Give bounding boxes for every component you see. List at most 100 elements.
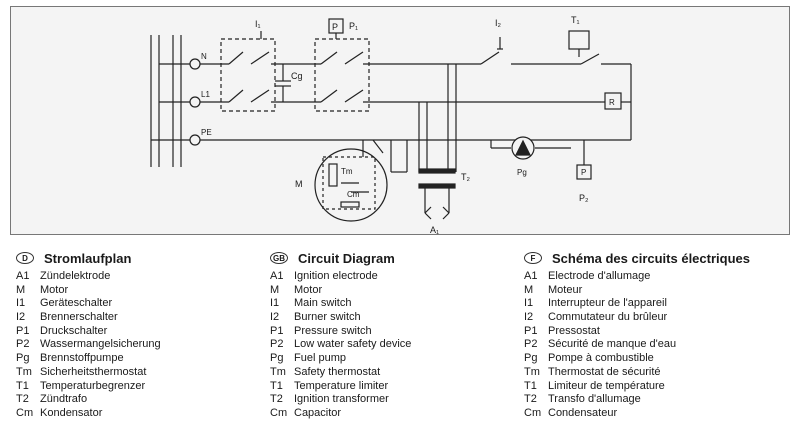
legend-item-text: Capacitor [294, 406, 342, 419]
legend-item-code: M [524, 283, 534, 296]
legend-item-code: T1 [270, 379, 283, 392]
legend-item-text: Sicherheitsthermostat [40, 365, 147, 378]
legend-item-text: Temperaturbegrenzer [40, 379, 146, 392]
legend-item-text: Ignition transformer [294, 393, 389, 406]
supply-terminals [151, 58, 201, 146]
legend-item-code: Tm [270, 365, 286, 378]
legend-item-code: Cm [270, 406, 288, 419]
legend-item-code: A1 [270, 270, 284, 282]
legend-item-code: Pg [16, 352, 30, 365]
legend-item-text: Moteur [548, 283, 583, 296]
legend-item-text: Low water safety device [294, 338, 412, 351]
legend-item-text: Sécurité de manque d'eau [548, 338, 677, 351]
legend-french-title: Schéma des circuits électriques [552, 250, 750, 266]
legend-item-code: Pg [270, 352, 284, 365]
legend-item-code: I2 [270, 311, 280, 324]
legend-item-text: Druckschalter [40, 324, 108, 337]
label-p: P [332, 22, 338, 32]
legend-item-text: Motor [40, 283, 69, 296]
language-badge-d: D [16, 252, 34, 264]
label-m: M [295, 179, 303, 189]
pressure-switch-p1 [314, 18, 370, 112]
label-p2: P₂ [579, 193, 589, 203]
legend-item-text: Brennerschalter [40, 311, 118, 324]
burner-switch-i2 [480, 37, 503, 65]
motor-m [314, 139, 388, 222]
legend-item: Pg Pompe à combustible [524, 352, 750, 366]
legend-item-code: A1 [16, 270, 30, 282]
language-badge-f: F [524, 252, 542, 264]
label-t1: T₁ [571, 15, 580, 25]
legend-item: M Moteur [524, 284, 750, 298]
legend-item: I2 Burner switch [270, 311, 411, 325]
legend-item-code: P2 [270, 338, 284, 351]
label-cg: Cg [291, 71, 303, 81]
legend-item-code: T1 [524, 379, 537, 392]
label-i2: I₂ [495, 18, 502, 28]
supply-lines [200, 63, 632, 141]
bus-bars [150, 35, 182, 167]
label-pe: PE [201, 128, 212, 137]
legend-item-text: Electrode d'allumage [548, 270, 651, 282]
legend-item-text: Transfo d'allumage [548, 393, 641, 406]
circuit-diagram: N L1 PE I₁ [10, 6, 790, 235]
legend-item-code: P1 [16, 324, 30, 337]
legend-english-title: Circuit Diagram [298, 250, 395, 266]
legend-item: P2 Low water safety device [270, 338, 411, 352]
legend-french-header: F Schéma des circuits électriques [524, 248, 750, 268]
legend-item-text: Interrupteur de l'appareil [548, 297, 667, 310]
legend-item-text: Ignition electrode [294, 270, 378, 282]
legend-item: T1 Temperaturbegrenzer [16, 380, 161, 394]
legend-item-text: Pompe à combustible [548, 352, 654, 365]
legend-item: T2 Zündtrafo [16, 393, 161, 407]
legend-item-code: M [16, 283, 26, 296]
legend-english-header: GB Circuit Diagram [270, 248, 411, 268]
legend-german-header: D Stromlaufplan [16, 248, 161, 268]
label-p1: P₁ [349, 21, 358, 31]
legend-item-text: Temperature limiter [294, 379, 389, 392]
legend-item-text: Zündtrafo [40, 393, 88, 406]
low-water-device-p2 [576, 140, 592, 180]
legend-item-code: Pg [524, 352, 538, 365]
label-r: R [609, 98, 615, 107]
ignition-electrode-a1 [424, 206, 450, 220]
legend-item-code: T2 [16, 393, 29, 406]
relay-r [601, 92, 631, 110]
legend-item-text: Motor [294, 283, 323, 296]
legend-item-code: Cm [16, 406, 34, 419]
label-pg: Pg [517, 168, 527, 177]
label-cm: Cm [347, 190, 360, 199]
legend-item: T1 Temperature limiter [270, 380, 411, 394]
label-tm: Tm [341, 167, 353, 176]
legend-item-code: Tm [524, 365, 540, 378]
legend-item: Pg Brennstoffpumpe [16, 352, 161, 366]
label-n: N [201, 52, 207, 61]
fuel-pump-pg [490, 136, 571, 160]
legend-item-code: I1 [16, 297, 26, 310]
legend-item-code: Cm [524, 406, 542, 419]
legend-item-text: Kondensator [40, 406, 103, 419]
legend-german-title: Stromlaufplan [44, 250, 132, 266]
legend-item-code: P1 [270, 324, 284, 337]
legend-item-text: Brennstoffpumpe [40, 352, 124, 365]
legend-item-text: Limiteur de température [548, 379, 665, 392]
legend-item-code: P1 [524, 324, 538, 337]
legend-item-text: Burner switch [294, 311, 361, 324]
label-a1: A₁ [430, 225, 439, 235]
legend-item-code: Tm [16, 365, 32, 378]
legend-item-code: T1 [16, 379, 29, 392]
legend-item: Cm Kondensator [16, 407, 161, 421]
legend-item-code: I2 [524, 311, 534, 324]
legend-item: P1 Druckschalter [16, 325, 161, 339]
language-badge-gb: GB [270, 252, 288, 264]
